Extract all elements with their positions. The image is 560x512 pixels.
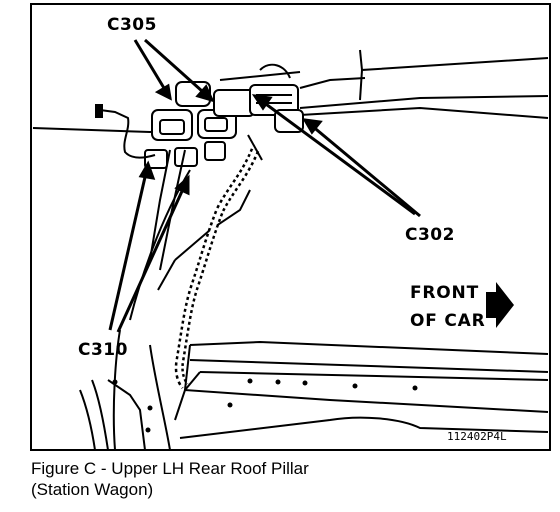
figure-number: 112402P4L (447, 430, 507, 443)
rear-roof-pillar (79, 169, 251, 451)
callout-arrows (108, 38, 421, 333)
front-arrow-icon (486, 282, 514, 328)
front-label: FRONT (410, 283, 479, 303)
wiring-harness (174, 148, 260, 389)
panel-holes (112, 378, 418, 433)
caption-line-2: (Station Wagon) (31, 480, 154, 499)
body-panel (174, 340, 549, 439)
figure-caption: Figure C - Upper LH Rear Roof Pillar (St… (31, 458, 551, 500)
c310-connectors (144, 141, 226, 169)
caption-line-1: Figure C - Upper LH Rear Roof Pillar (31, 459, 309, 478)
c302-label: C302 (405, 225, 455, 245)
diagram-frame (30, 3, 551, 451)
c305-connectors (151, 81, 255, 141)
of-car-label: OF CAR (410, 311, 486, 331)
c305-label: C305 (107, 15, 157, 35)
c310-label: C310 (78, 340, 128, 360)
